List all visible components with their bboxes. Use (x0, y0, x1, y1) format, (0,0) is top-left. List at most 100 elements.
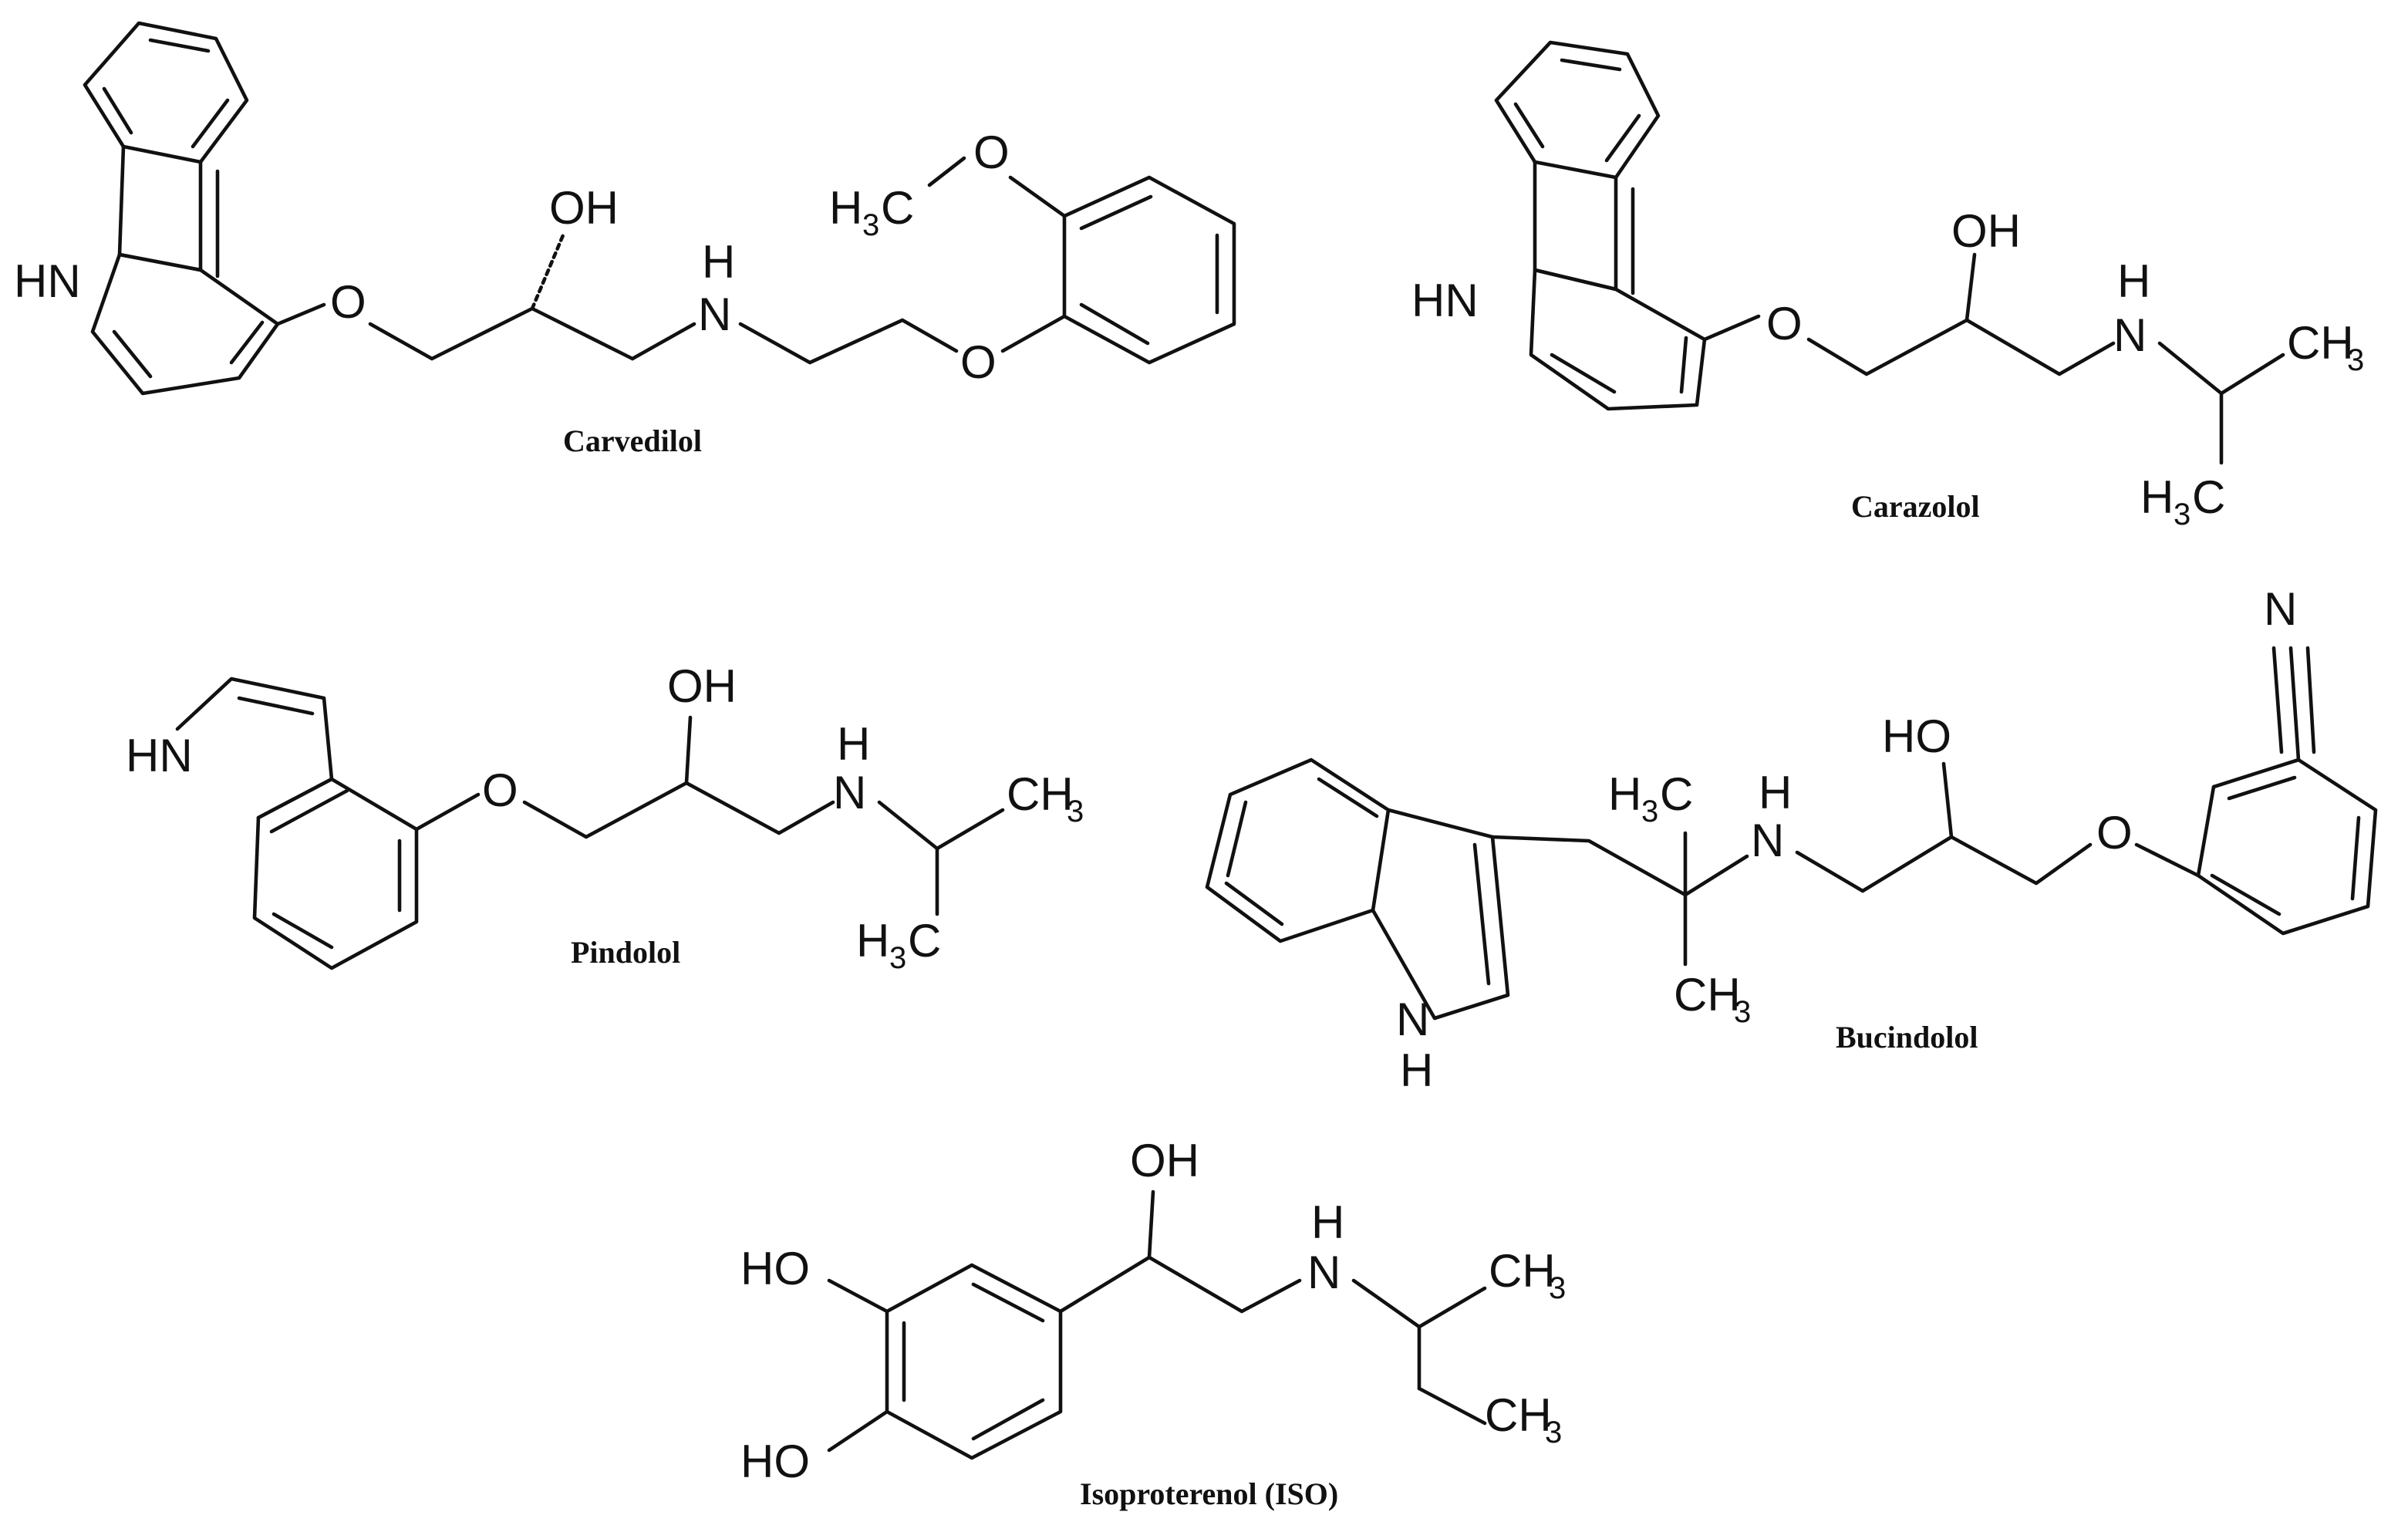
carvedilol-methoxy-o-label: O (973, 127, 1010, 178)
isoproterenol-caption: Isoproterenol (ISO) (1080, 1476, 1338, 1511)
pindolol-h3c-h-label: H (856, 915, 889, 967)
pindolol-hn-label: HN (126, 730, 193, 781)
pindolol-h3c-sub-label: 3 (889, 941, 906, 975)
bucindolol-double-bond (1226, 800, 1248, 878)
carazolol-pyrrole-ring (1533, 160, 1618, 292)
bucindolol-double-bond (1224, 881, 1284, 926)
bucindolol-double-bond (2350, 815, 2361, 901)
bucindolol-side-chain (1941, 761, 1954, 839)
carvedilol-ether-o2-label: O (960, 336, 997, 388)
pindolol-double-bond (237, 696, 315, 716)
bucindolol-ch3-bottom-sub-label: 3 (1734, 995, 1751, 1029)
carazolol-isopropyl (2157, 341, 2285, 396)
bucindolol-ho-label: HO (1882, 710, 1951, 762)
isoproterenol-isopropyl (1417, 1386, 1487, 1426)
isoproterenol-double-bond (971, 1282, 1045, 1323)
bucindolol-nh-n-label: N (1396, 994, 1429, 1045)
carazolol-h3c-h-label: H (2140, 471, 2174, 523)
carvedilol-side-chain (927, 156, 966, 187)
carazolol-ch3-c-label: CH (2287, 317, 2354, 369)
carvedilol-methoxyphenyl-ring (1062, 175, 1236, 365)
pindolol-isopropyl (877, 800, 1005, 851)
pindolol-ch3-c-label: CH (1007, 768, 1074, 820)
bucindolol-side-chain (1490, 835, 1749, 897)
bucindolol-caption: Bucindolol (1836, 1020, 1978, 1055)
isoproterenol-ch3-top-c-label: CH (1489, 1245, 1556, 1297)
pindolol-double-bond (269, 788, 349, 834)
pindolol-side-chain (684, 715, 693, 785)
bucindolol-nitrile-n-label: N (2264, 583, 2297, 635)
isoproterenol-oh-label: OH (1130, 1135, 1199, 1186)
carvedilol-h3c-sub-label: 3 (862, 208, 879, 242)
carvedilol-ether-o-label: O (330, 276, 366, 328)
carvedilol-double-bond (1079, 194, 1153, 231)
isoproterenol-double-bond (971, 1398, 1045, 1441)
isoproterenol-structure: HO HO OH H N CH 3 CH 3 Isoproterenol (IS… (740, 1135, 1566, 1511)
carvedilol-side-chain (630, 322, 696, 361)
carvedilol-double-bond (102, 86, 133, 135)
bucindolol-nh-n2-label: N (1751, 815, 1784, 866)
isoproterenol-hydroxyl (827, 1409, 889, 1453)
bucindolol-nh-h2-label: H (1759, 767, 1792, 818)
carazolol-side-chain (1806, 318, 2116, 376)
carvedilol-h3c-h-label: H (829, 182, 862, 234)
bucindolol-nitrile-bond (2288, 646, 2301, 762)
carazolol-caption: Carazolol (1851, 489, 1980, 524)
bucindolol-nh-h-label: H (1400, 1044, 1433, 1096)
carvedilol-double-bond (112, 329, 153, 379)
isoproterenol-ho-bottom-label: HO (740, 1436, 810, 1487)
carazolol-double-bond (1550, 353, 1617, 394)
carvedilol-double-bond (1079, 302, 1150, 346)
bucindolol-h3c-top-c-label: C (1660, 768, 1693, 820)
bucindolol-h3c-top-sub-label: 3 (1641, 795, 1658, 828)
bucindolol-double-bond (2210, 873, 2282, 916)
carazolol-oh-label: OH (1951, 205, 2021, 257)
pindolol-nh-n-label: N (833, 767, 866, 818)
bucindolol-nitrile-bond (2305, 646, 2316, 754)
carazolol-side-chain (1702, 314, 1761, 342)
bucindolol-ch3-bottom-c-label: CH (1674, 969, 1741, 1021)
isoproterenol-hydroxyl (827, 1278, 889, 1314)
carvedilol-nh-h-label: H (702, 236, 735, 288)
carazolol-double-bond (1560, 58, 1622, 72)
carvedilol-side-chain (738, 318, 959, 365)
carvedilol-side-chain (275, 302, 326, 326)
pindolol-ether-o-label: O (482, 764, 518, 816)
carazolol-h3c-c-label: C (2192, 471, 2225, 523)
bucindolol-cyanophenyl-ring (2196, 758, 2378, 936)
carvedilol-double-bond (148, 38, 211, 53)
carvedilol-pyrrole-ring (117, 144, 203, 272)
carazolol-nh-h-label: H (2117, 255, 2150, 307)
carazolol-bottom-benzene-ring (1529, 268, 1707, 411)
bucindolol-h3c-top-h-label: H (1608, 768, 1641, 820)
bucindolol-side-chain (1795, 835, 2093, 893)
isoproterenol-nh-n-label: N (1307, 1247, 1341, 1298)
pindolol-double-bond (271, 912, 334, 950)
carvedilol-side-chain (368, 306, 635, 361)
carazolol-h3c-sub-label: 3 (2174, 498, 2190, 531)
pindolol-benzene-ring (252, 777, 419, 970)
carvedilol-nh-n-label: N (698, 289, 731, 340)
carvedilol-structure: HN O OH H N O O H 3 C Carvedilol (14, 21, 1236, 458)
carazolol-hn-label: HN (1411, 275, 1479, 326)
pindolol-oh-label: OH (667, 660, 737, 712)
isoproterenol-side-chain (1058, 1255, 1302, 1314)
bucindolol-nitrile-bond (2271, 646, 2284, 754)
isoproterenol-benzene-ring (885, 1263, 1063, 1460)
carazolol-side-chain (1965, 252, 1977, 322)
carvedilol-double-bond (191, 98, 230, 149)
isoproterenol-ch3-bottom-sub-label: 3 (1545, 1416, 1562, 1449)
bucindolol-structure: N H H 3 C CH 3 H N HO O N Bucindolol (1205, 583, 2378, 1096)
carvedilol-bottom-benzene-ring (90, 252, 280, 396)
pindolol-structure: HN O OH H N CH 3 H 3 C Pindolol (126, 660, 1084, 975)
isoproterenol-ch3-bottom-c-label: CH (1485, 1389, 1552, 1441)
bucindolol-double-bond (2227, 775, 2297, 801)
carazolol-double-bond (1513, 102, 1545, 149)
carvedilol-double-bond (229, 320, 265, 365)
carazolol-double-bond (1679, 336, 1688, 394)
carazolol-nh-n-label: N (2113, 309, 2147, 361)
isoproterenol-nh-h-label: H (1311, 1196, 1344, 1248)
carvedilol-oh-label: OH (549, 182, 619, 234)
carvedilol-h3c-c-label: C (881, 182, 914, 234)
